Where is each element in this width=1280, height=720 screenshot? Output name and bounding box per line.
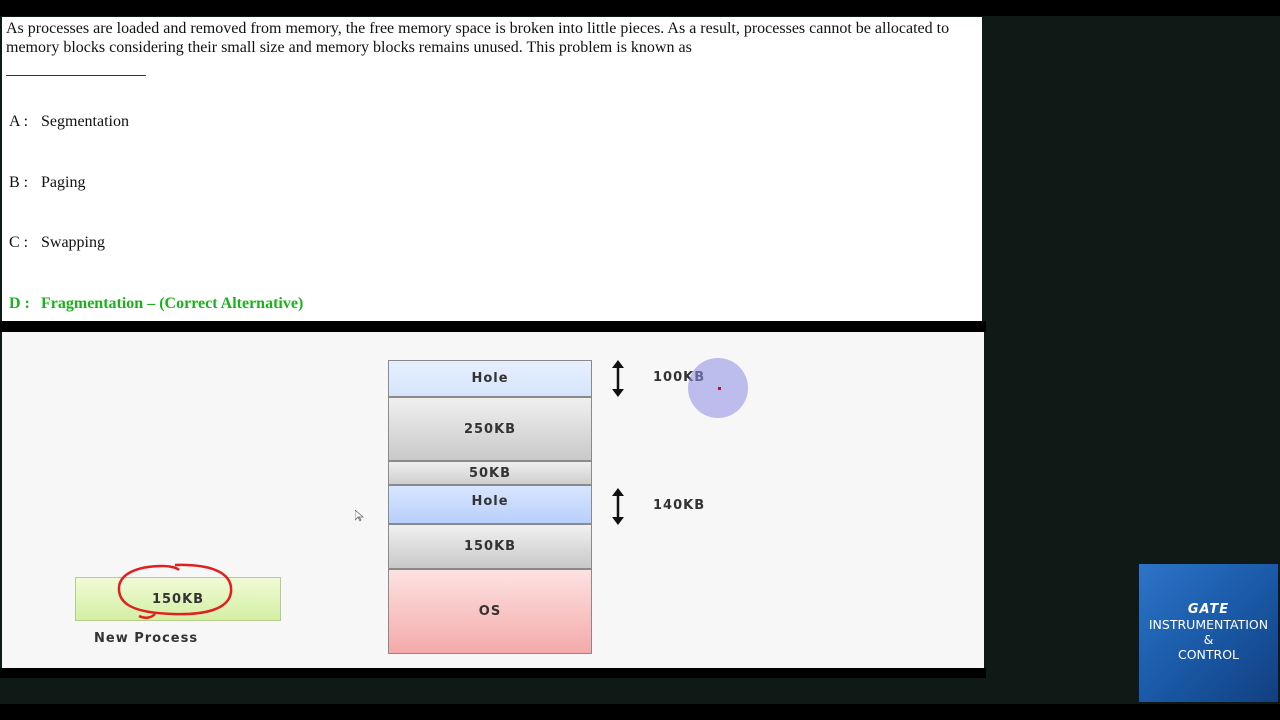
panel-bottom-separator xyxy=(0,668,986,678)
memory-block-50kb: 50KB xyxy=(388,461,592,485)
option-a[interactable]: A : Segmentation xyxy=(9,113,129,131)
question-text: As processes are loaded and removed from… xyxy=(6,20,950,56)
option-b[interactable]: B : Paging xyxy=(9,174,85,192)
mouse-pointer-icon xyxy=(354,507,365,526)
option-letter: C : xyxy=(9,234,29,251)
memory-block-250kb: 250KB xyxy=(388,397,592,461)
logo-line-gate: GATE xyxy=(1187,602,1230,617)
option-label: Segmentation xyxy=(41,113,129,130)
channel-logo: GATE INSTRUMENTATION & CONTROL xyxy=(1139,564,1278,702)
new-process-label: New Process xyxy=(94,631,199,646)
logo-line-instrumentation: INSTRUMENTATION xyxy=(1148,617,1269,632)
memory-diagram-panel: Hole 250KB 50KB Hole 150KB OS 100KB 140K… xyxy=(2,332,984,668)
memory-block-hole-2: Hole xyxy=(388,485,592,524)
logo-line-control: CONTROL xyxy=(1177,647,1240,662)
cursor-dot xyxy=(718,387,721,390)
option-letter: B : xyxy=(9,174,29,191)
option-c[interactable]: C : Swapping xyxy=(9,234,105,252)
memory-block-hole-1: Hole xyxy=(388,360,592,397)
option-d-correct[interactable]: D : Fragmentation – (Correct Alternative) xyxy=(9,295,303,313)
panel-separator xyxy=(0,321,986,332)
option-label: Fragmentation – (Correct Alternative) xyxy=(41,295,304,312)
double-arrow-icon xyxy=(612,360,624,397)
top-letterbox xyxy=(0,0,1280,16)
option-label: Swapping xyxy=(41,234,105,251)
question-panel: As processes are loaded and removed from… xyxy=(2,17,982,321)
answer-blank-line xyxy=(6,75,146,76)
logo-line-ampersand: & xyxy=(1203,632,1214,647)
option-label: Paging xyxy=(41,174,86,191)
bottom-letterbox xyxy=(0,704,1280,720)
option-letter: D : xyxy=(9,295,30,312)
double-arrow-icon xyxy=(612,488,624,525)
red-annotation-circle-icon xyxy=(115,562,237,624)
hole-size-label-2: 140KB xyxy=(653,498,706,513)
memory-block-os: OS xyxy=(388,569,592,654)
option-letter: A : xyxy=(9,113,29,130)
memory-block-150kb: 150KB xyxy=(388,524,592,569)
